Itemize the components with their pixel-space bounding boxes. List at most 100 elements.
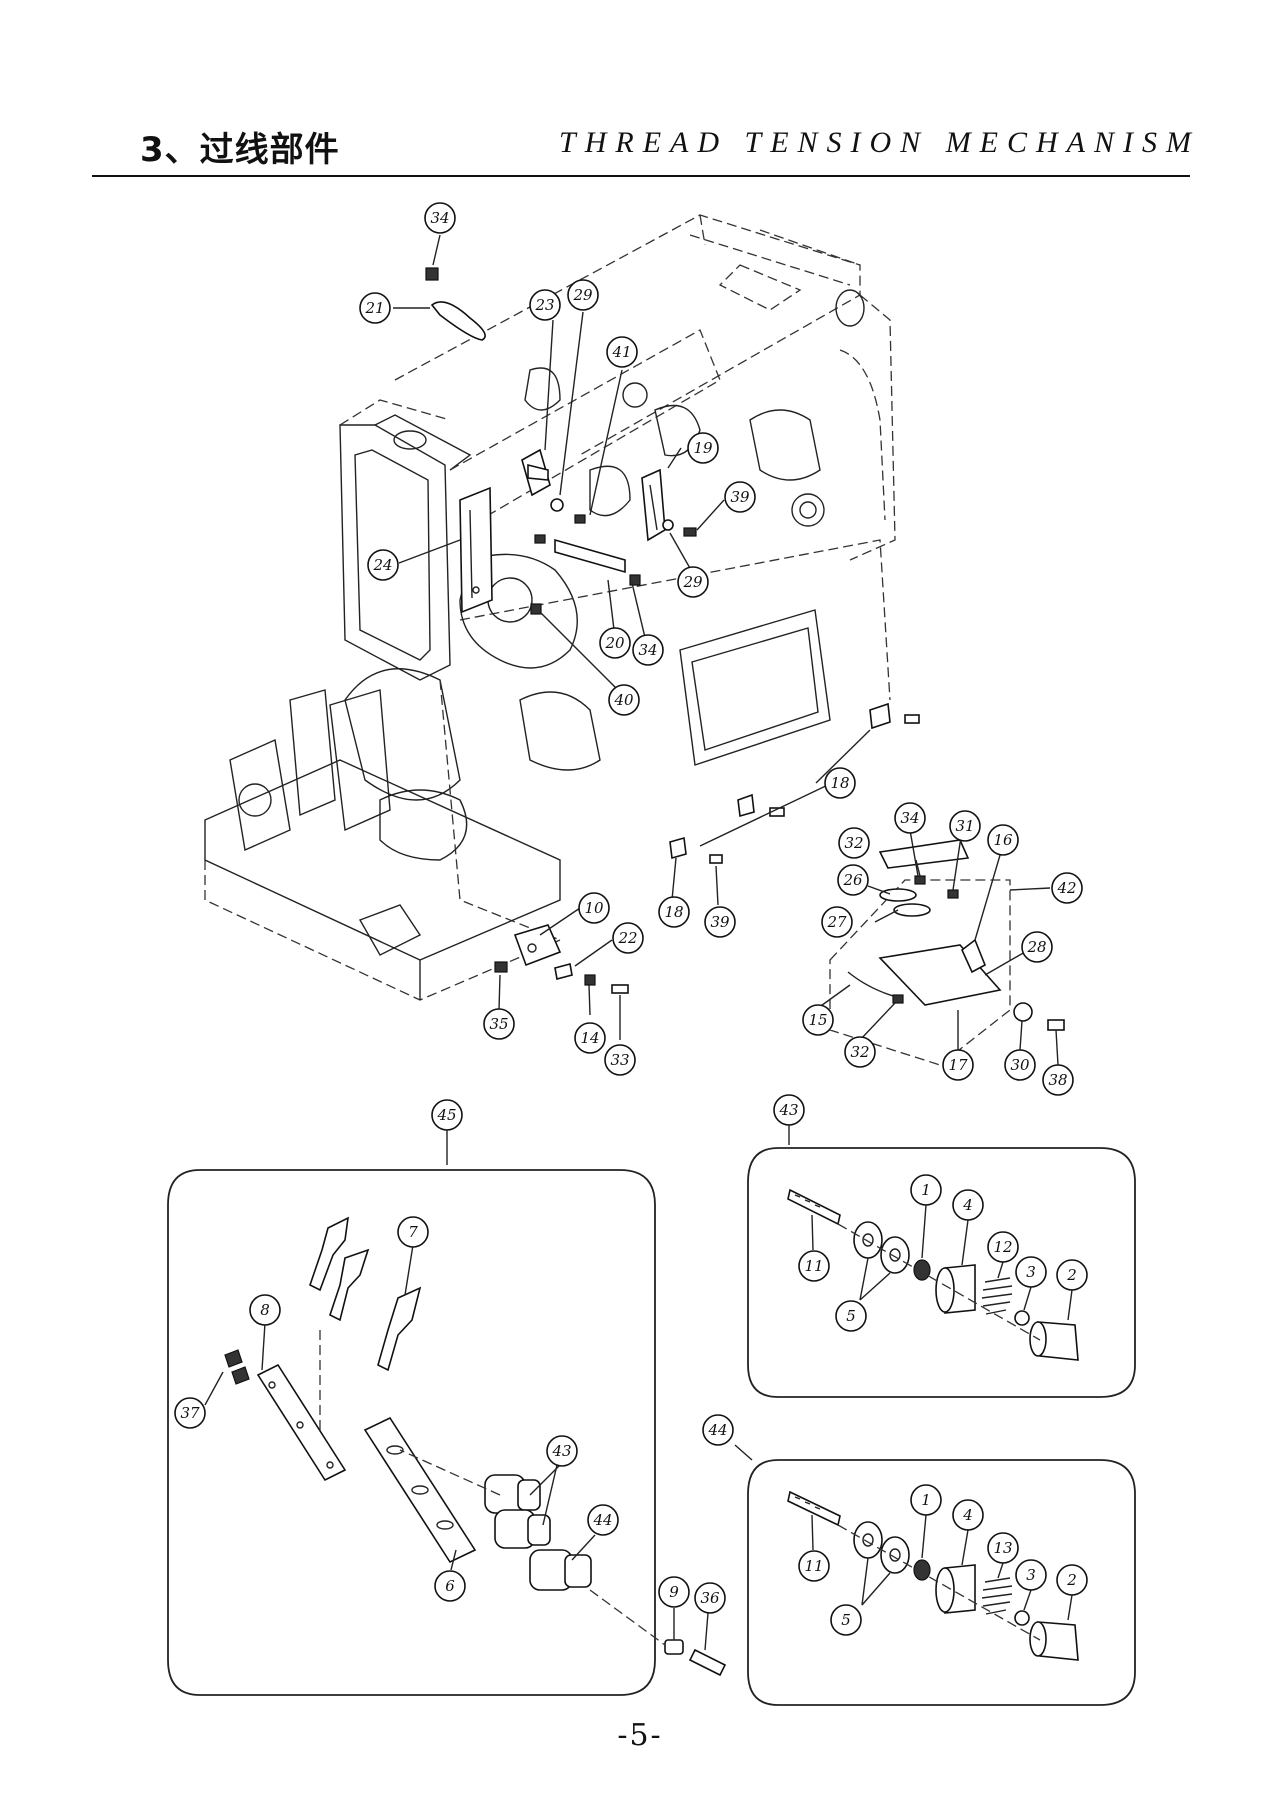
page-number: -5- (617, 1718, 663, 1753)
svg-text:32: 32 (844, 834, 863, 852)
svg-text:33: 33 (610, 1051, 629, 1069)
svg-text:12: 12 (993, 1238, 1012, 1256)
callout-5a: 5 (835, 1300, 867, 1332)
callout-layer: 34 21 23 29 41 19 39 29 24 20 34 40 18 1… (174, 202, 1088, 1636)
svg-text:43: 43 (778, 1101, 798, 1119)
callout-10: 10 (578, 892, 610, 924)
callout-43: 43 (773, 1094, 805, 1126)
assembly-45 (167, 1130, 727, 1696)
callout-41: 41 (606, 336, 638, 368)
svg-text:17: 17 (948, 1056, 968, 1074)
svg-text:7: 7 (408, 1223, 418, 1241)
svg-text:27: 27 (826, 913, 847, 931)
callout-35: 35 (483, 1008, 515, 1040)
callout-1b: 1 (910, 1484, 942, 1516)
callout-34a: 34 (424, 202, 456, 234)
svg-text:39: 39 (730, 488, 750, 506)
svg-text:4: 4 (962, 1196, 973, 1214)
callout-42: 42 (1051, 872, 1083, 904)
svg-text:38: 38 (1048, 1071, 1067, 1089)
callout-44: 44 (702, 1414, 734, 1446)
header-rule (92, 175, 1190, 177)
svg-text:9: 9 (669, 1583, 679, 1601)
callout-40: 40 (608, 684, 640, 716)
callout-7: 7 (397, 1216, 429, 1248)
callout-3a: 3 (1015, 1256, 1047, 1288)
svg-text:42: 42 (1056, 879, 1076, 897)
svg-text:10: 10 (584, 899, 604, 917)
svg-text:14: 14 (580, 1029, 599, 1047)
svg-text:32: 32 (850, 1043, 869, 1061)
callout-16: 16 (987, 824, 1019, 856)
callout-27: 27 (821, 906, 853, 938)
callout-45: 45 (431, 1099, 463, 1131)
callout-6: 6 (434, 1570, 466, 1602)
callout-13: 13 (987, 1532, 1019, 1564)
svg-text:37: 37 (180, 1404, 200, 1422)
svg-text:22: 22 (617, 929, 637, 947)
assembly-44 (734, 1444, 1136, 1706)
svg-text:41: 41 (611, 343, 631, 361)
svg-text:3: 3 (1026, 1263, 1036, 1281)
callout-29b: 29 (677, 566, 709, 598)
callout-11b: 11 (798, 1550, 830, 1582)
callout-39a: 39 (724, 481, 756, 513)
svg-text:31: 31 (955, 817, 974, 835)
callout-4b: 4 (952, 1499, 984, 1531)
callout-32a: 32 (838, 827, 870, 859)
svg-text:11: 11 (804, 1557, 823, 1575)
svg-text:43: 43 (551, 1442, 571, 1460)
callout-17: 17 (942, 1049, 974, 1081)
callout-2b: 2 (1056, 1564, 1088, 1596)
english-title: THREAD TENSION MECHANISM (559, 126, 1200, 159)
svg-text:3: 3 (1026, 1566, 1036, 1584)
svg-text:44: 44 (707, 1421, 727, 1439)
svg-text:45: 45 (436, 1106, 456, 1124)
callout-37: 37 (174, 1397, 206, 1429)
callout-18a: 18 (824, 767, 856, 799)
svg-text:19: 19 (693, 439, 713, 457)
callout-12: 12 (987, 1231, 1019, 1263)
svg-text:20: 20 (604, 634, 625, 652)
svg-text:2: 2 (1066, 1266, 1077, 1284)
callout-38: 38 (1042, 1064, 1074, 1096)
svg-text:23: 23 (534, 296, 554, 314)
assembly-43 (747, 1125, 1136, 1398)
callout-3b: 3 (1015, 1559, 1047, 1591)
svg-text:28: 28 (1026, 938, 1046, 956)
callout-44b: 44 (587, 1504, 619, 1536)
tension-units-43-44 (484, 1474, 592, 1591)
svg-text:18: 18 (830, 774, 849, 792)
callout-34b: 34 (632, 634, 664, 666)
callout-26: 26 (837, 864, 869, 896)
svg-text:39: 39 (710, 913, 730, 931)
svg-text:34: 34 (638, 641, 657, 659)
callout-19: 19 (687, 432, 719, 464)
svg-text:8: 8 (260, 1301, 270, 1319)
svg-text:5: 5 (841, 1611, 851, 1629)
svg-text:36: 36 (700, 1589, 720, 1607)
svg-text:21: 21 (364, 299, 384, 317)
callout-34c: 34 (894, 802, 926, 834)
svg-text:34: 34 (900, 809, 919, 827)
svg-text:29: 29 (572, 286, 593, 304)
svg-text:26: 26 (842, 871, 863, 889)
upper-small-parts (425, 267, 920, 994)
callout-4a: 4 (952, 1189, 984, 1221)
callout-18b: 18 (658, 896, 690, 928)
callout-32b: 32 (844, 1036, 876, 1068)
svg-text:29: 29 (682, 573, 703, 591)
section-title: 3、过线部件 (140, 130, 340, 170)
svg-text:1: 1 (921, 1181, 931, 1199)
svg-text:2: 2 (1066, 1571, 1077, 1589)
callout-36: 36 (694, 1582, 726, 1614)
callout-5b: 5 (830, 1604, 862, 1636)
callout-28: 28 (1021, 931, 1053, 963)
svg-text:6: 6 (445, 1577, 455, 1595)
svg-text:35: 35 (489, 1015, 508, 1033)
callout-11a: 11 (798, 1250, 830, 1282)
callout-23: 23 (529, 289, 561, 321)
svg-text:15: 15 (808, 1011, 827, 1029)
svg-text:44: 44 (592, 1511, 612, 1529)
